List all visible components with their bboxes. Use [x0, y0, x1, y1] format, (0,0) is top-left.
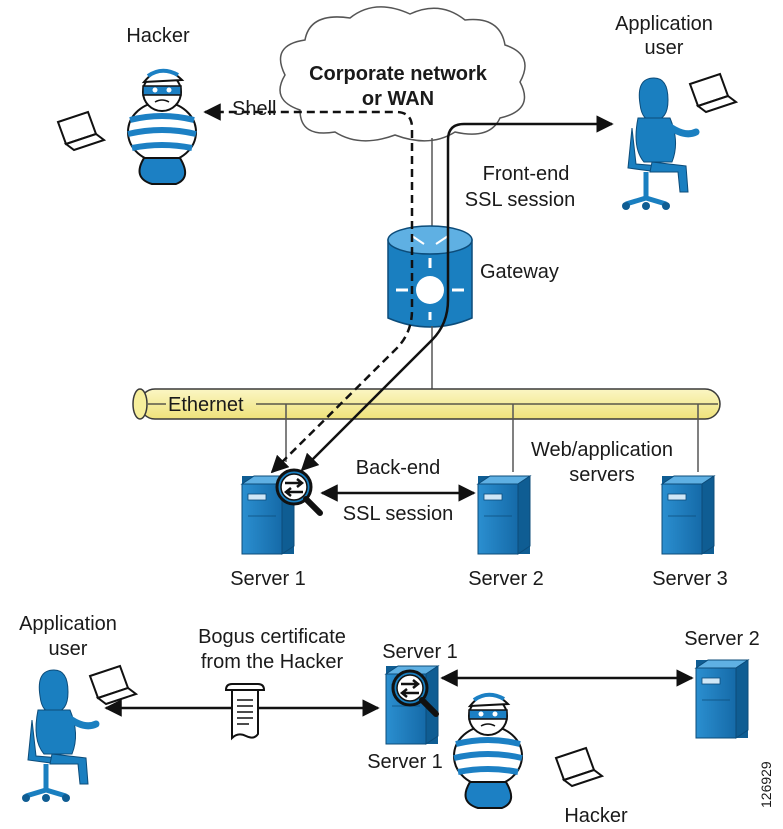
server2-label: Server 2 — [468, 568, 544, 590]
server-tower-icon — [695, 659, 749, 739]
bottom-server1-top-label: Server 1 — [382, 641, 458, 663]
hacker-icon — [128, 70, 196, 184]
webapp-label-line1: Web/application — [531, 439, 673, 461]
laptop-icon — [689, 73, 737, 113]
top-app-user-line2: user — [645, 37, 684, 59]
laptop-icon — [89, 665, 137, 705]
bottom-hacker-label: Hacker — [564, 805, 628, 827]
figure-id: 126929 — [758, 761, 774, 808]
backend-label-line1: Back-end — [356, 457, 441, 479]
laptop-icon — [555, 747, 603, 787]
top-app-user-line1: Application — [615, 13, 713, 35]
bottom-app-user-line1: Application — [19, 613, 117, 635]
application-user-icon — [22, 670, 96, 802]
hacker-icon — [454, 694, 522, 808]
bogus-cert-line2: from the Hacker — [201, 651, 344, 673]
cloud-label-line1: Corporate network — [309, 63, 488, 85]
frontend-ssl-path — [300, 115, 614, 472]
cloud-label-line2: or WAN — [362, 88, 434, 110]
top-hacker-label: Hacker — [126, 25, 190, 47]
bogus-cert-line1: Bogus certificate — [198, 626, 346, 648]
application-user-icon — [622, 78, 696, 210]
gateway-router-icon — [387, 225, 473, 328]
server-tower-icon — [661, 475, 715, 555]
server-tower-icon — [477, 475, 531, 555]
backend-label-line2: SSL session — [343, 503, 453, 525]
ethernet-label: Ethernet — [168, 394, 244, 416]
shell-label: Shell — [232, 98, 276, 120]
certificate-document-icon — [224, 683, 266, 741]
bottom-server1-bottom-label: Server 1 — [367, 751, 443, 773]
gateway-label: Gateway — [480, 261, 559, 283]
frontend-label-line1: Front-end — [483, 163, 570, 185]
server1-label: Server 1 — [230, 568, 306, 590]
laptop-icon — [57, 111, 105, 151]
frontend-label-line2: SSL session — [465, 189, 575, 211]
bottom-server2-label: Server 2 — [684, 628, 760, 650]
bottom-app-user-line2: user — [49, 638, 88, 660]
server3-label: Server 3 — [652, 568, 728, 590]
webapp-label-line2: servers — [569, 464, 635, 486]
